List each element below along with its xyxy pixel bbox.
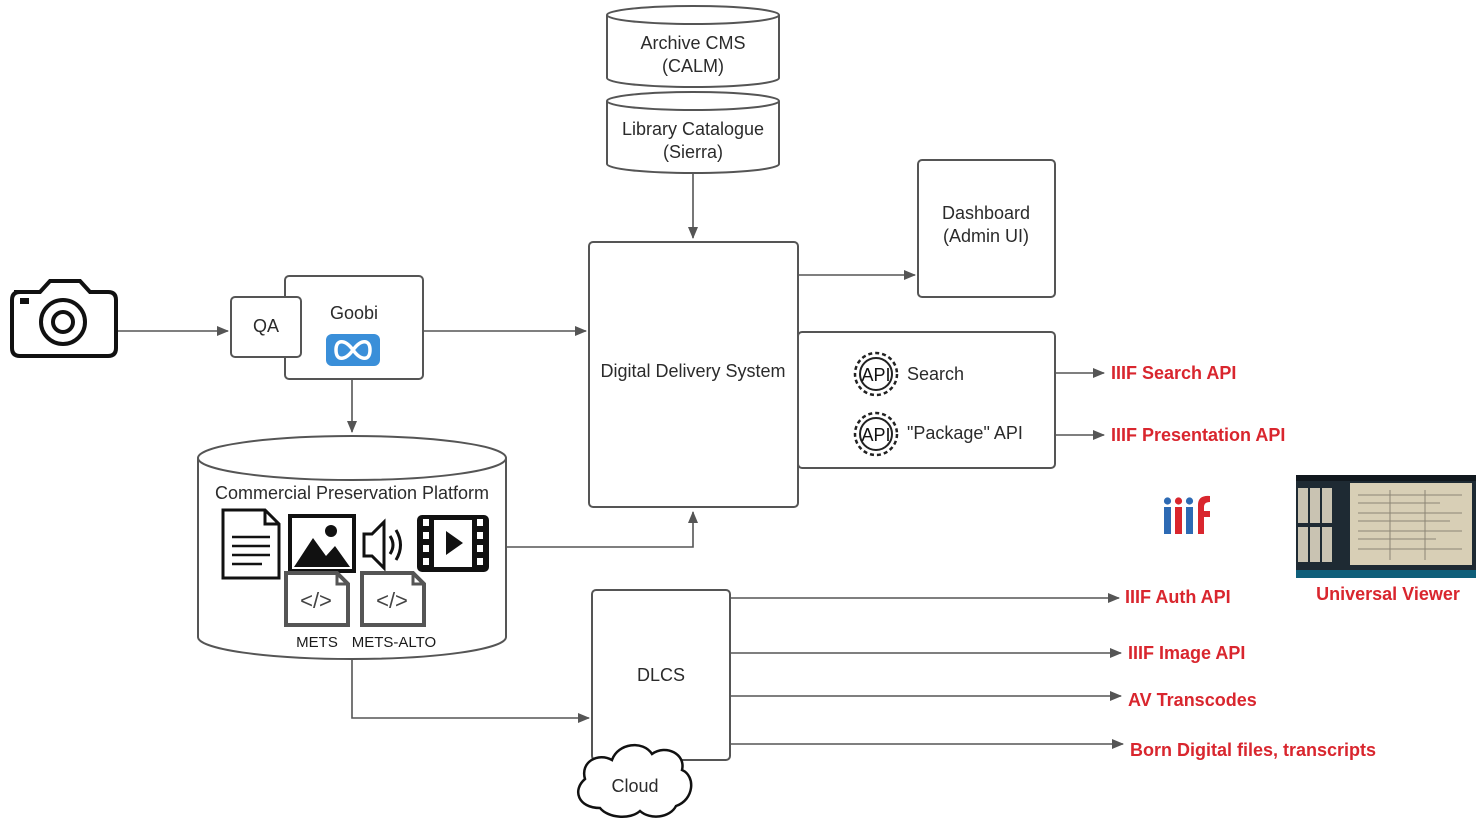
av-transcodes-label: AV Transcodes: [1128, 690, 1257, 710]
infinity-icon: [326, 334, 380, 366]
goobi-label: Goobi: [330, 303, 378, 323]
qa-label: QA: [253, 316, 279, 336]
digital-delivery-node: Digital Delivery System: [588, 241, 799, 508]
package-api-badge: API: [861, 425, 890, 445]
dlcs-label: DLCS: [637, 665, 685, 685]
mets-code-glyph: </>: [300, 588, 332, 613]
digital-delivery-label: Digital Delivery System: [600, 361, 785, 381]
cloud-icon: Cloud: [576, 744, 693, 818]
iiif-presentation-api-label: IIIF Presentation API: [1111, 425, 1285, 445]
api-group: API Search API "Package" API: [797, 331, 1056, 469]
dashboard-box: [917, 159, 1056, 298]
archive-cms-title: Archive CMS: [640, 33, 745, 53]
mets-label: METS: [296, 634, 338, 651]
document-icon: [221, 508, 281, 580]
film-icon: [417, 515, 489, 572]
search-api-badge: API: [861, 365, 890, 385]
library-catalogue-title: Library Catalogue: [622, 119, 764, 139]
code-file-icon: </>: [360, 571, 426, 627]
iiif-image-api-label: IIIF Image API: [1128, 643, 1245, 663]
mets-alto-code-glyph: </>: [376, 588, 408, 613]
dlcs-node: DLCS: [591, 589, 731, 761]
universal-viewer-thumbnail: [1296, 475, 1476, 578]
image-icon: [288, 514, 356, 573]
iiif-auth-api-label: IIIF Auth API: [1125, 587, 1231, 607]
preservation-label: Commercial Preservation Platform: [215, 483, 489, 503]
mets-alto-label: METS-ALTO: [352, 634, 436, 651]
library-catalogue-subtitle: (Sierra): [663, 142, 723, 162]
qa-node: QA: [230, 296, 302, 358]
archive-cms-subtitle: (CALM): [662, 56, 724, 76]
api-group-box: [797, 331, 1056, 469]
speaker-icon: [362, 518, 402, 572]
born-digital-label: Born Digital files, transcripts: [1130, 740, 1376, 760]
archive-cms-db: Archive CMS (CALM): [606, 5, 780, 88]
dashboard-node: Dashboard (Admin UI): [917, 159, 1056, 298]
dashboard-title: Dashboard: [942, 203, 1030, 223]
edge-preservation-to-dlcs: [351, 660, 590, 723]
library-catalogue-db: Library Catalogue (Sierra): [606, 91, 780, 174]
search-label: Search: [907, 364, 964, 384]
code-file-icon: </>: [284, 571, 350, 627]
package-api-label: "Package" API: [907, 423, 1023, 443]
qa-box: [230, 296, 302, 358]
camera-icon: [10, 279, 118, 358]
output-labels: IIIF Search API IIIF Presentation API II…: [1111, 363, 1460, 760]
cloud-label: Cloud: [611, 776, 658, 796]
edge-preservation-to-delivery: [507, 511, 698, 548]
commercial-preservation-db: Commercial Preservation Platform: [197, 435, 507, 660]
goobi-node: Goobi: [284, 275, 424, 380]
gear-api-icon: API: [853, 351, 899, 397]
iiif-logo-icon: [1163, 495, 1210, 534]
gear-api-icon: API: [853, 411, 899, 457]
dashboard-subtitle: (Admin UI): [943, 226, 1029, 246]
universal-viewer-label: Universal Viewer: [1316, 584, 1460, 604]
iiif-search-api-label: IIIF Search API: [1111, 363, 1236, 383]
